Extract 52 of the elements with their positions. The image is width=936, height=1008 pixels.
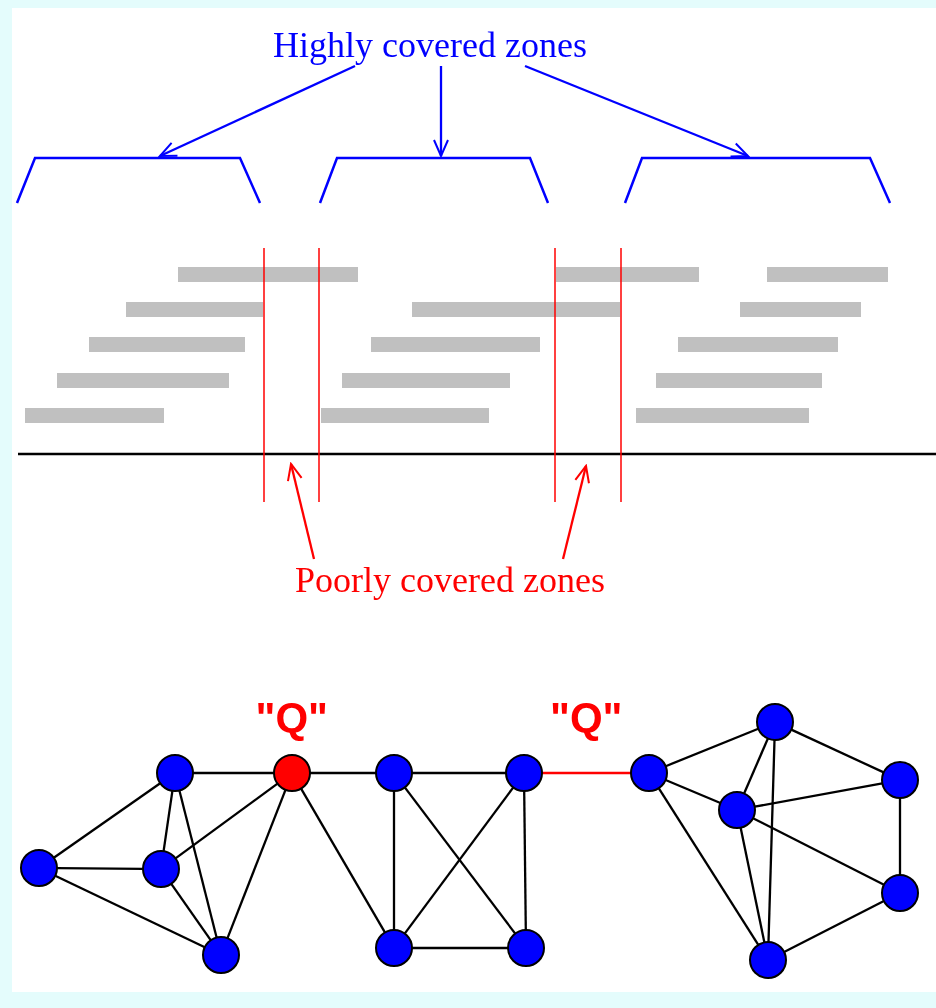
graph-edge bbox=[174, 782, 279, 860]
graph-edge bbox=[665, 727, 759, 768]
zone-label: Poorly covered zones bbox=[295, 559, 605, 601]
graph-edge bbox=[743, 738, 769, 794]
graph-node bbox=[142, 850, 180, 888]
zone-bracket bbox=[318, 156, 550, 204]
arrow bbox=[524, 64, 749, 158]
graph-edge bbox=[300, 788, 386, 933]
graph-node bbox=[718, 791, 756, 829]
graph-edge bbox=[657, 787, 760, 946]
graph-edge bbox=[783, 900, 885, 953]
graph-edge bbox=[790, 728, 885, 774]
graph-edge bbox=[752, 817, 885, 886]
graph-edge bbox=[53, 782, 161, 859]
graph-node bbox=[505, 754, 543, 792]
graph-node bbox=[156, 754, 194, 792]
graph-node bbox=[273, 754, 311, 792]
graph-node bbox=[630, 754, 668, 792]
graph-node bbox=[375, 754, 413, 792]
graph-node bbox=[756, 703, 794, 741]
zone-bracket bbox=[15, 156, 262, 204]
graph-node bbox=[749, 941, 787, 979]
graph-edge bbox=[193, 771, 274, 775]
graph-node bbox=[20, 849, 58, 887]
graph-node bbox=[507, 929, 545, 967]
graph-edge bbox=[310, 771, 376, 775]
graph-edge bbox=[523, 791, 527, 930]
graph-edge bbox=[739, 827, 766, 943]
arrow bbox=[561, 465, 590, 560]
graph-edge bbox=[412, 771, 506, 775]
graph-edge bbox=[412, 946, 508, 950]
graph-edge bbox=[898, 798, 902, 875]
graph-edge bbox=[54, 874, 206, 949]
arrow bbox=[433, 66, 449, 157]
graph-edge bbox=[767, 739, 776, 943]
graph-edge bbox=[392, 791, 396, 930]
graph-edge bbox=[226, 789, 287, 939]
graph-node bbox=[375, 929, 413, 967]
graph-node bbox=[881, 761, 919, 799]
zone-bracket bbox=[623, 156, 892, 204]
graph-edge bbox=[162, 790, 174, 852]
graph-edge bbox=[542, 771, 631, 775]
graph-node bbox=[881, 874, 919, 912]
arrow bbox=[286, 463, 316, 560]
graph-edge bbox=[170, 883, 212, 941]
zone-label: Highly covered zones bbox=[273, 24, 587, 66]
graph-node bbox=[202, 936, 240, 974]
graph-edge bbox=[178, 790, 218, 938]
graph-edge bbox=[754, 782, 883, 808]
graph-edge bbox=[665, 778, 721, 805]
arrow bbox=[159, 64, 356, 158]
graph-edge bbox=[57, 866, 143, 871]
